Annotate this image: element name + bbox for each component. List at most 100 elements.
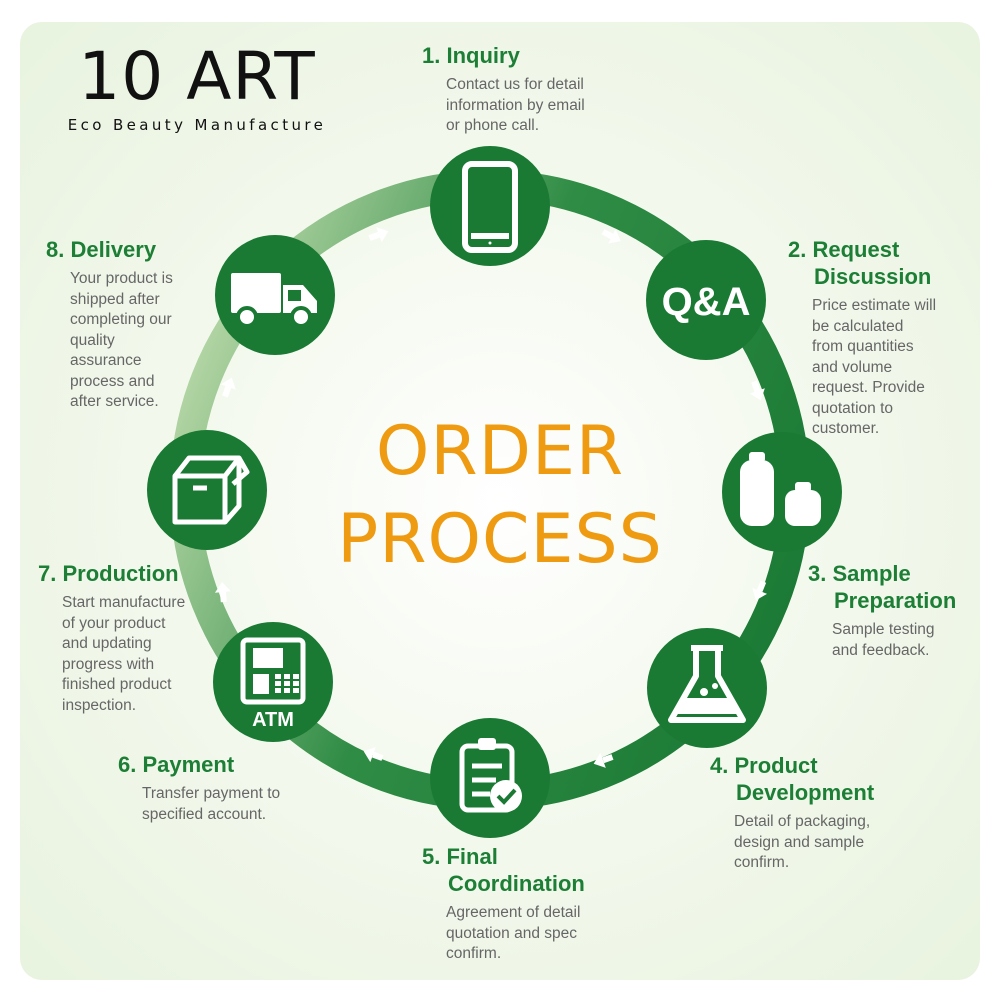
arrow-icon [601, 229, 621, 244]
step-number: 7. [38, 561, 63, 586]
step-description-line: from quantities [812, 338, 914, 355]
center-title-line2: PROCESS [337, 500, 663, 579]
step-description-line: confirm. [446, 945, 502, 962]
node-final-coordination [430, 718, 550, 838]
node-production [147, 430, 267, 550]
step-description-line: after service. [70, 393, 159, 410]
brand-tagline: Eco Beauty Manufacture [67, 116, 327, 134]
step-title: 6. Payment [118, 751, 280, 778]
step-description-line: Your product is [70, 270, 173, 287]
step-description: Start manufacture of your product and upda… [38, 593, 185, 716]
qa-icon: Q&A [662, 280, 751, 324]
step-description-line: quotation and spec [446, 924, 577, 942]
step-title-line1: Product [734, 753, 818, 778]
node-product-development [647, 628, 767, 748]
step-title-line2: Development [736, 780, 875, 805]
step-description-line: design and sample [734, 833, 865, 851]
step-title: 7. Production [38, 560, 185, 587]
node-sample-preparation [722, 432, 842, 552]
step-number: 1. [422, 43, 447, 68]
step-description-line: specified account. [142, 805, 267, 823]
step-description-line: and updating [62, 635, 152, 652]
step-description-line: Contact us for detail [446, 76, 584, 93]
node-inquiry [430, 146, 550, 266]
step-description-line: Price estimate will [812, 297, 937, 314]
step-description-line: inspection. [62, 696, 137, 714]
clipboard-check-icon [459, 738, 522, 813]
step-title: 8. Delivery [46, 236, 173, 263]
step-description-line: shipped after [70, 290, 160, 308]
flask-icon [668, 645, 746, 723]
arrow-icon [363, 747, 384, 763]
step-description-line: progress with [62, 655, 155, 673]
center-title: ORDER PROCESS [300, 408, 700, 584]
step-title-line1: Final [446, 844, 498, 869]
step-description-line: completing our [70, 311, 172, 328]
step-description-line: finished product [62, 676, 172, 693]
arrow-icon [220, 377, 236, 398]
step-description: Price estimate will be calculated from qua… [788, 296, 936, 440]
step-description: Your product is shipped after completing o… [46, 269, 173, 413]
node-request-discussion: Q&A [646, 240, 766, 360]
step-description-line: be calculated [812, 317, 904, 335]
step-description-line: customer. [812, 420, 880, 437]
step-number: 6. [118, 752, 143, 777]
center-title-line1: ORDER [375, 412, 625, 491]
step-description-line: request. Provide [812, 379, 925, 396]
step-number: 3. [808, 561, 833, 586]
arrow-icon [368, 227, 389, 243]
step-title-line1: Inquiry [446, 43, 520, 68]
step-title-line2: Preparation [834, 588, 957, 613]
truck-icon [231, 273, 317, 328]
step-description-line: Start manufacture [62, 594, 186, 611]
ring-arrows [214, 227, 768, 768]
step-description-line: quality [70, 331, 115, 349]
arrow-icon [593, 752, 614, 768]
step-title-line1: Production [62, 561, 179, 586]
step-description-line: confirm. [734, 854, 790, 871]
step-description-line: Detail of packaging, [734, 813, 871, 830]
node-delivery [215, 235, 335, 355]
step-title-line1: Payment [142, 752, 235, 777]
step-description: Detail of packaging, design and sample con… [710, 812, 874, 874]
step-description-line: quotation to [812, 399, 894, 417]
step-number: 8. [46, 237, 71, 262]
step-number: 4. [710, 753, 735, 778]
step-description-line: assurance [70, 352, 142, 369]
atm-icon: ATM [240, 637, 306, 731]
step-title-line1: Delivery [70, 237, 157, 262]
arrow-icon [214, 582, 231, 603]
step-number: 2. [788, 237, 813, 262]
bottles-icon [740, 452, 821, 526]
step-title-line2: Coordination [448, 871, 585, 896]
phone-icon [462, 161, 518, 253]
step-description-line: information by email [446, 96, 585, 114]
step-description-line: of your product [62, 614, 166, 632]
step-description: Contact us for detail information by emai… [422, 75, 585, 137]
step-title-line2: Discussion [814, 264, 932, 289]
arrow-icon [749, 380, 765, 401]
arrow-icon [752, 580, 768, 601]
brand-name: 10 ART [78, 38, 316, 115]
box-icon [172, 455, 250, 525]
step-description-line: and feedback. [832, 641, 930, 659]
step-title-line1: Request [812, 237, 900, 262]
step-number: 5. [422, 844, 447, 869]
brand-logo: 10 ART Eco Beauty Manufacture [52, 38, 342, 135]
svg-text:ATM: ATM [252, 709, 294, 731]
